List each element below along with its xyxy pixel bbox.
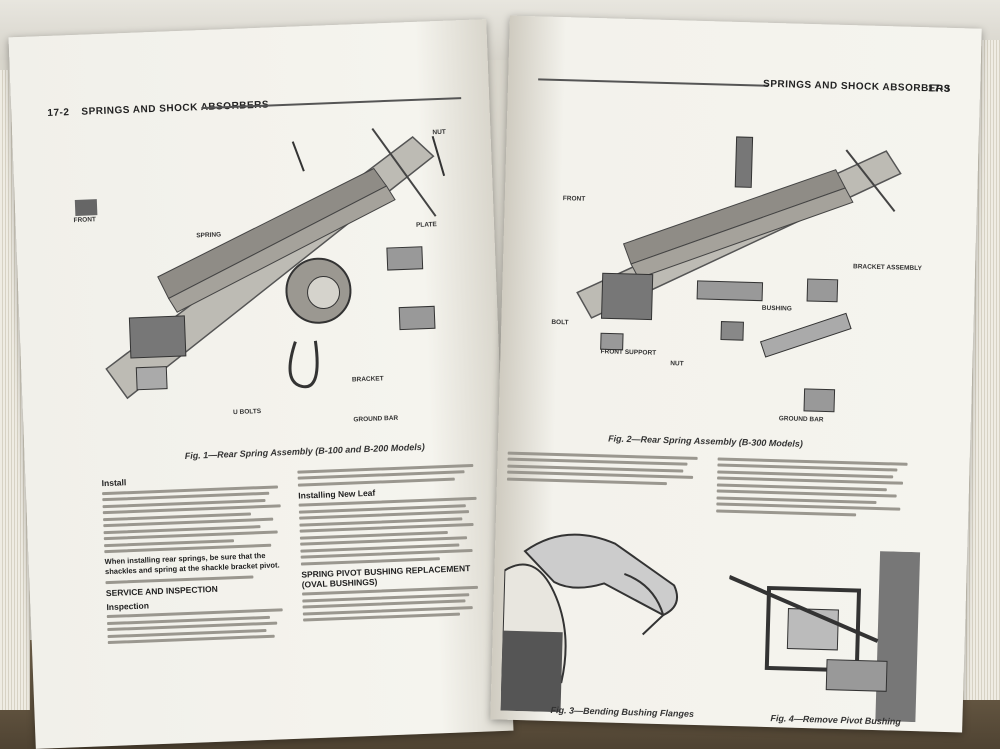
label-plate: PLATE bbox=[415, 221, 437, 229]
right-page-header: SPRINGS AND SHOCK ABSORBERS bbox=[762, 78, 951, 95]
label-bolt: BOLT bbox=[551, 318, 569, 327]
left-figure-caption: Fig. 1—Rear Spring Assembly (B-100 and B… bbox=[184, 441, 425, 461]
right-page-number: 17-3 bbox=[927, 83, 951, 95]
label-nut: NUT bbox=[432, 128, 446, 137]
right-spring-diagram bbox=[576, 136, 902, 413]
right-text-column-1 bbox=[506, 448, 708, 490]
right-figure-caption: Fig. 2—Rear Spring Assembly (B-300 Model… bbox=[608, 433, 803, 449]
remove-pivot-bushing-illustration bbox=[728, 551, 921, 723]
label-spring: SPRING bbox=[196, 231, 222, 240]
label-bracket: BRACKET bbox=[351, 375, 384, 384]
label-front: FRONT bbox=[73, 216, 97, 225]
label-front-support: FRONT SUPPORT bbox=[600, 348, 657, 357]
heading-pivot-bushing: SPRING PIVOT BUSHING REPLACEMENT (OVAL B… bbox=[301, 562, 471, 590]
label-u-bolts: U BOLTS bbox=[232, 408, 262, 417]
left-text-column-2: Installing New Leaf SPRING PIVOT BUSHING… bbox=[297, 460, 488, 625]
label-front-right: FRONT bbox=[562, 195, 586, 203]
label-nut-right: NUT bbox=[670, 360, 684, 368]
label-bushing: BUSHING bbox=[761, 304, 792, 313]
left-text-column-1: Install When installing rear springs, be… bbox=[101, 467, 293, 647]
bold-note: When installing rear springs, be sure th… bbox=[104, 550, 280, 577]
right-header-rule bbox=[538, 78, 769, 87]
left-spring-diagram bbox=[74, 127, 446, 400]
right-page: SPRINGS AND SHOCK ABSORBERS 17-3 FRONT F… bbox=[490, 15, 982, 733]
left-page: 17-2 SPRINGS AND SHOCK ABSORBERS FRONT U… bbox=[8, 19, 514, 749]
left-page-number: 17-2 bbox=[47, 107, 70, 119]
bending-bushing-illustration bbox=[500, 533, 678, 713]
label-ground-bar-right: GROUND BAR bbox=[778, 415, 824, 424]
right-text-column-2 bbox=[716, 454, 918, 522]
